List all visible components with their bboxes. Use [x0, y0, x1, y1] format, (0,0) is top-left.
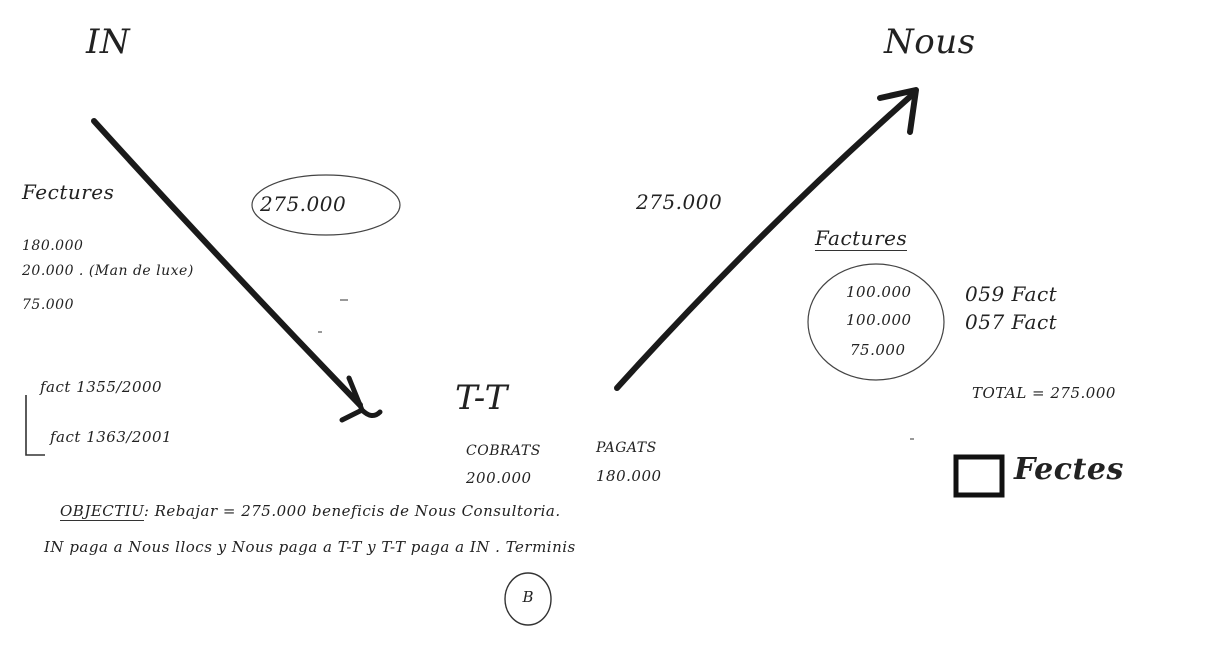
- right-total: TOTAL = 275.000: [972, 384, 1116, 402]
- arrow-in-to-tt: [91, 118, 363, 408]
- right-facturas-label: Factures: [815, 226, 908, 251]
- right-circled-amount-3: 75.000: [850, 341, 906, 359]
- center-col1-value: 200.000: [466, 469, 532, 487]
- circle-right-amounts: [807, 263, 945, 381]
- objective-text-1: : Rebajar = 275.000 beneficis de Nous Co…: [143, 502, 561, 520]
- left-amount-2: 20.000 . (Man de luxe): [22, 263, 194, 279]
- left-amount-1: 180.000: [22, 238, 84, 254]
- center-party-title: T-T: [455, 378, 508, 418]
- checkbox-square: [953, 454, 1005, 498]
- right-party-title: Nous: [884, 22, 976, 62]
- right-invoice-ref-2: 057 Fact: [965, 310, 1058, 334]
- objective-label: OBJECTIU: [60, 502, 144, 521]
- right-invoice-ref-1: 059 Fact: [965, 282, 1058, 306]
- circled-letter-b: B: [522, 588, 534, 606]
- arrow-in-to-tt-head: [339, 375, 383, 423]
- right-flow-amount: 275.000: [636, 190, 723, 214]
- circle-b: [504, 572, 552, 626]
- center-col1-label: COBRATS: [466, 443, 541, 459]
- fact-bracket: [25, 395, 45, 456]
- left-amount-3: 75.000: [22, 297, 74, 313]
- center-col2-label: PAGATS: [596, 440, 657, 456]
- right-circled-amount-1: 100.000: [846, 283, 912, 301]
- box-label: Fectes: [1014, 452, 1124, 487]
- left-facturas-label: Fectures: [22, 180, 115, 204]
- left-fact-line-1: fact 1355/2000: [40, 378, 163, 396]
- arrow-tt-to-nous: [614, 92, 915, 391]
- left-party-title: IN: [86, 22, 131, 62]
- right-circled-amount-2: 100.000: [846, 311, 912, 329]
- objective-line-1: OBJECTIU: Rebajar = 275.000 beneficis de…: [60, 502, 561, 521]
- circle-left-amount: [251, 174, 401, 236]
- left-flow-amount: 275.000: [260, 192, 347, 216]
- center-col2-value: 180.000: [596, 467, 662, 485]
- left-fact-line-2: fact 1363/2001: [50, 428, 173, 446]
- objective-line-2: IN paga a Nous llocs y Nous paga a T-T y…: [44, 538, 576, 556]
- arrow-tt-to-nous-head: [877, 87, 919, 135]
